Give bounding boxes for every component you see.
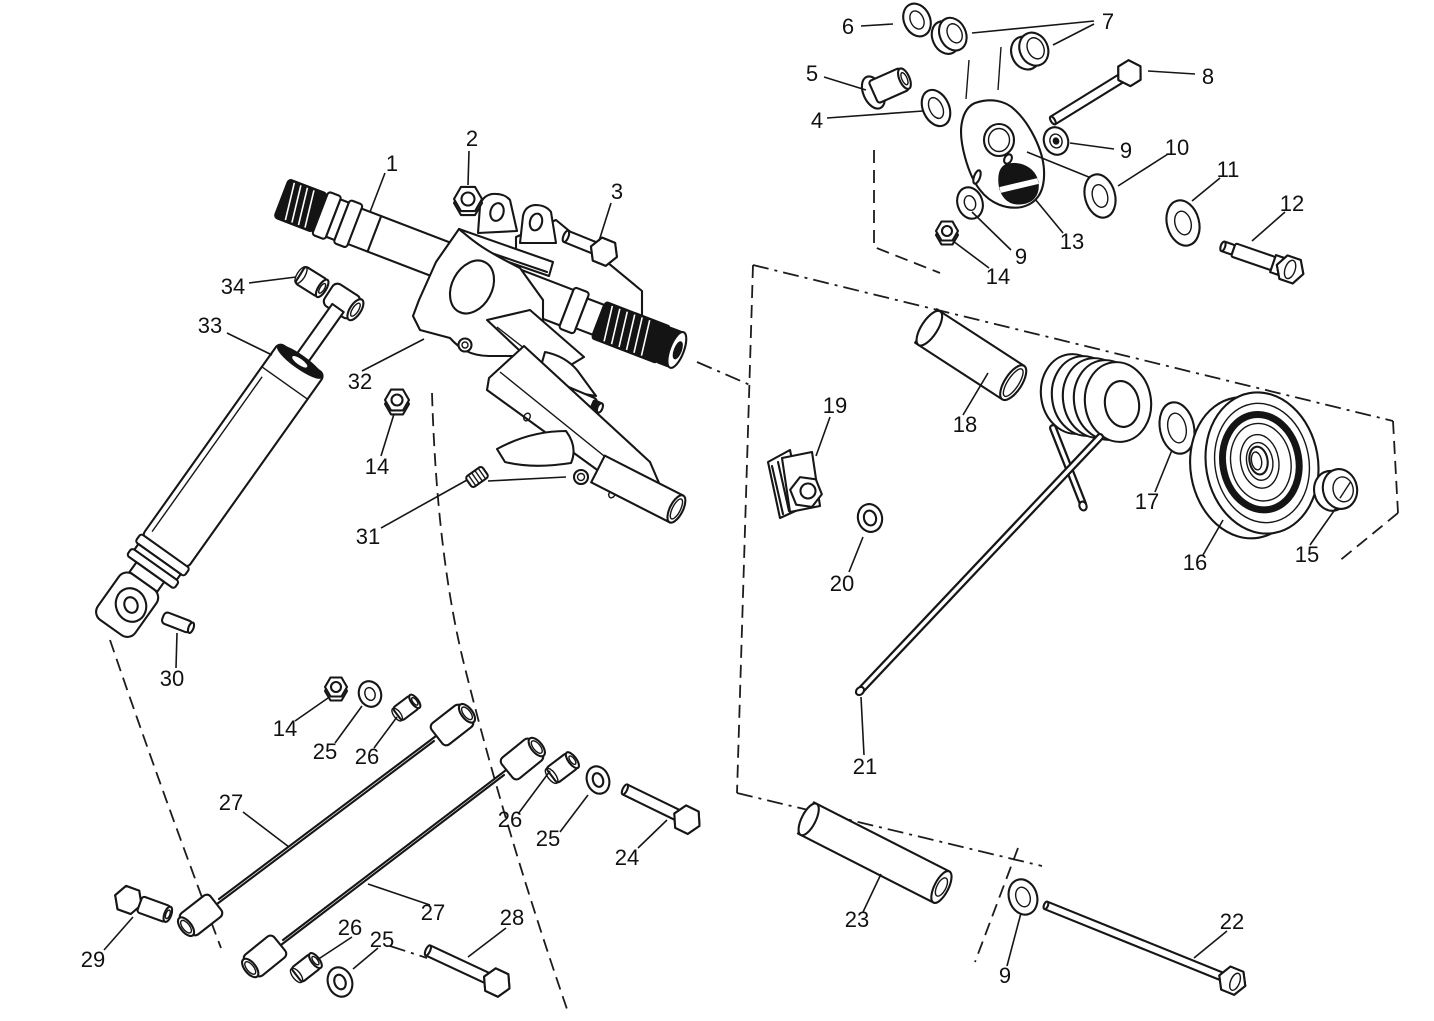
callout-23: 23 xyxy=(845,907,869,932)
callout-15: 15 xyxy=(1295,542,1319,567)
callout-32: 32 xyxy=(348,369,372,394)
callout-17: 17 xyxy=(1135,489,1159,514)
washer-20 xyxy=(856,503,884,533)
callout-22: 22 xyxy=(1220,909,1244,934)
callout-2: 2 xyxy=(466,126,478,151)
bushing-7b xyxy=(1010,31,1050,71)
torque-rod-upper xyxy=(176,702,477,938)
washer-25-mid xyxy=(585,765,611,795)
washer-9-mid xyxy=(956,186,984,220)
washer-25-lower xyxy=(326,966,354,998)
callout-28: 28 xyxy=(500,905,524,930)
torque-rod-lower xyxy=(241,736,546,979)
callout-12: 12 xyxy=(1280,191,1304,216)
bolt-24 xyxy=(620,783,701,835)
callout-8: 8 xyxy=(1202,64,1214,89)
callout-9a: 9 xyxy=(1120,138,1132,163)
washer-10 xyxy=(1083,173,1117,219)
callout-10: 10 xyxy=(1165,135,1189,160)
leader-lines xyxy=(103,20,1337,970)
callout-3: 3 xyxy=(611,179,623,204)
callout-16: 16 xyxy=(1183,550,1207,575)
callout-14b: 14 xyxy=(986,264,1010,289)
callout-33: 33 xyxy=(198,313,222,338)
washer-11 xyxy=(1165,199,1201,247)
callout-4: 4 xyxy=(811,108,823,133)
spring-long-leg-21 xyxy=(854,433,1104,697)
callout-20: 20 xyxy=(830,571,854,596)
callout-labels: 1 2 3 4 5 6 7 8 9 10 11 12 13 9 14 34 33… xyxy=(81,9,1319,988)
idler-wheel-16 xyxy=(1189,391,1320,540)
sleeve-18 xyxy=(914,308,1028,402)
torque-arm-bracket xyxy=(411,192,687,524)
bushing-26-lower xyxy=(289,952,323,984)
callout-13: 13 xyxy=(1060,229,1084,254)
bolt-28 xyxy=(423,944,511,998)
callout-26a: 26 xyxy=(355,744,379,769)
bushing-5 xyxy=(860,67,912,110)
bolt-3 xyxy=(561,229,618,267)
nut-2 xyxy=(452,185,484,217)
callout-26b: 26 xyxy=(498,807,522,832)
callout-34: 34 xyxy=(221,274,245,299)
bushing-26-mid xyxy=(544,751,580,785)
shock-absorber xyxy=(95,282,365,638)
set-screw-31 xyxy=(465,466,489,488)
bushing-34 xyxy=(294,266,330,299)
callout-21: 21 xyxy=(853,754,877,779)
callout-30: 30 xyxy=(160,666,184,691)
washer-9-right xyxy=(1042,126,1070,156)
torsion-spring xyxy=(854,353,1153,697)
bolt-8 xyxy=(1048,59,1142,126)
callout-18: 18 xyxy=(953,412,977,437)
callout-24: 24 xyxy=(615,845,639,870)
callout-25c: 25 xyxy=(370,927,394,952)
callout-6: 6 xyxy=(842,14,854,39)
washer-9-bottom xyxy=(1007,878,1039,916)
bolt-12 xyxy=(1219,240,1305,285)
bolt-29 xyxy=(114,884,174,923)
callout-31: 31 xyxy=(356,524,380,549)
washer-25-upper xyxy=(357,680,383,708)
pin-30 xyxy=(160,611,196,635)
clevis-13 xyxy=(960,99,1107,209)
callout-25b: 25 xyxy=(536,826,560,851)
nut-14-lower xyxy=(323,676,349,702)
callout-14c: 14 xyxy=(273,716,297,741)
bushing-26-upper xyxy=(391,693,422,722)
callout-1: 1 xyxy=(386,151,398,176)
callout-7: 7 xyxy=(1102,9,1114,34)
callout-14a: 14 xyxy=(365,454,389,479)
callout-9c: 9 xyxy=(999,963,1011,988)
washer-17 xyxy=(1158,401,1196,455)
callout-29: 29 xyxy=(81,947,105,972)
callout-5: 5 xyxy=(806,61,818,86)
nut-14-right xyxy=(934,220,960,246)
callout-19: 19 xyxy=(823,393,847,418)
callout-9b: 9 xyxy=(1015,244,1027,269)
callout-25a: 25 xyxy=(313,739,337,764)
spring-adjuster-19 xyxy=(766,448,823,520)
callout-11: 11 xyxy=(1217,157,1240,182)
tube-23 xyxy=(797,801,953,904)
washer-6 xyxy=(902,2,932,38)
nut-14-upper xyxy=(383,388,411,416)
callout-27a: 27 xyxy=(219,790,243,815)
callout-27b: 27 xyxy=(421,900,445,925)
washer-4 xyxy=(920,88,952,128)
spacer-15 xyxy=(1313,468,1359,512)
bolt-22 xyxy=(1042,900,1247,996)
callout-26c: 26 xyxy=(338,915,362,940)
bushing-7a xyxy=(930,16,968,55)
